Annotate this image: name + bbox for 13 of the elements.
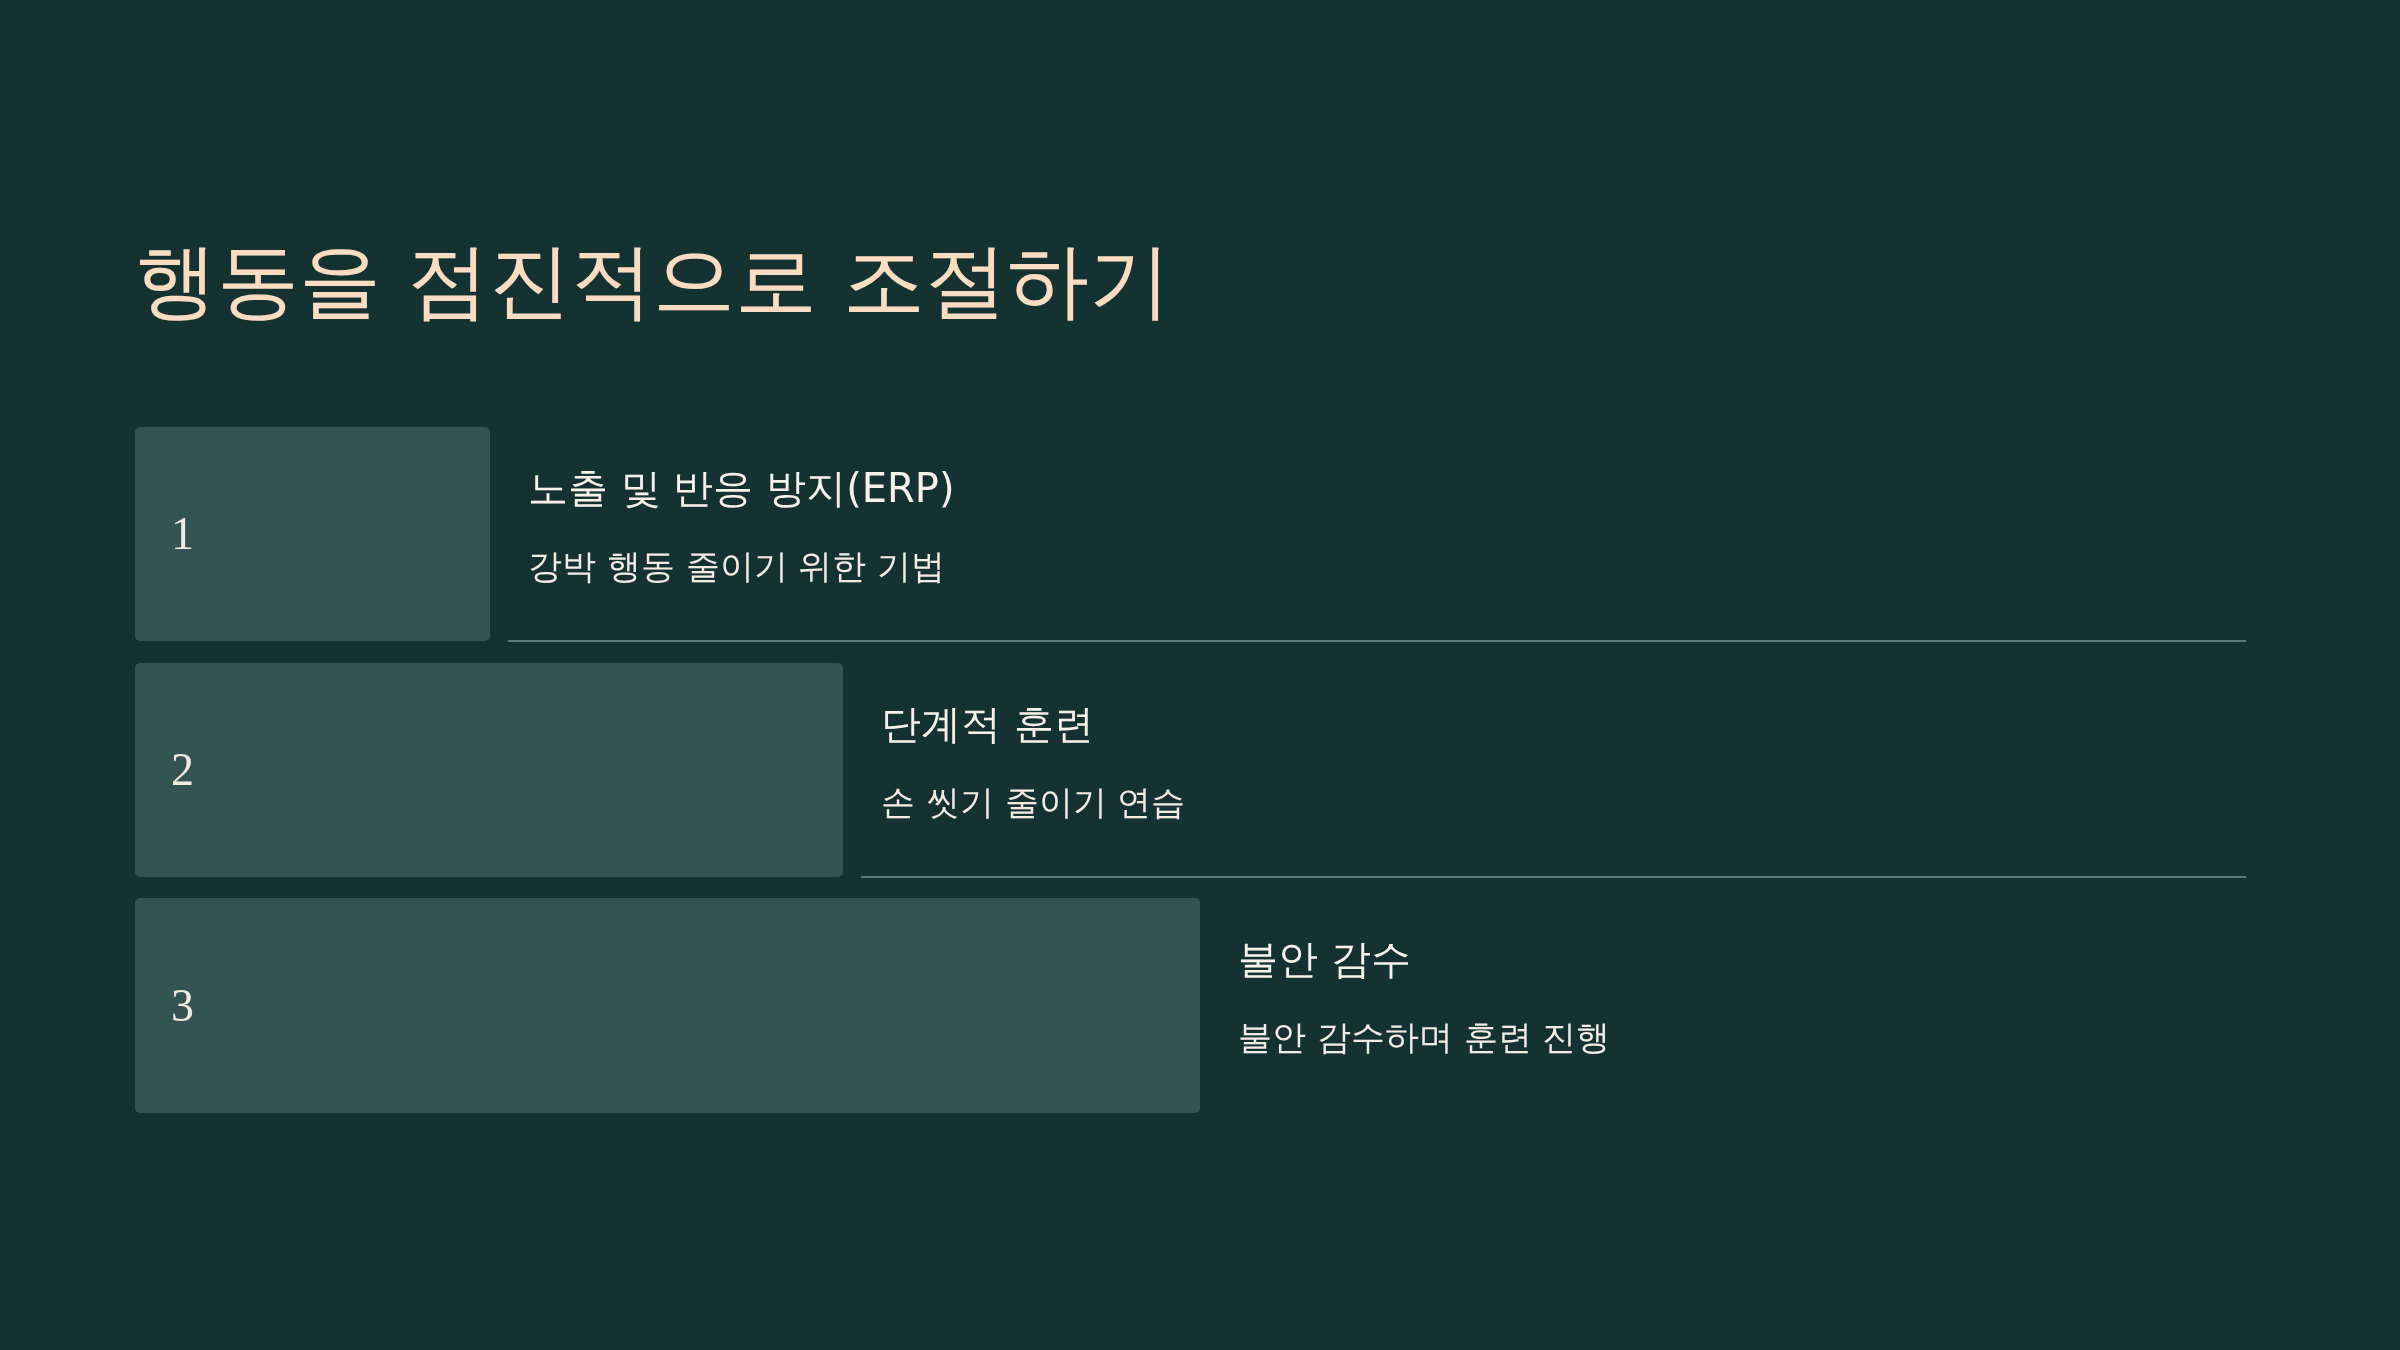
slide-title: 행동을 점진적으로 조절하기 [135,234,1172,329]
step-description: 강박 행동 줄이기 위한 기법 [528,546,946,587]
step-heading: 노출 및 반응 방지(ERP) [528,464,955,512]
step-bar [135,427,490,641]
step-number: 3 [171,980,194,1031]
step-number: 2 [171,744,194,796]
step-bar [135,663,843,877]
step-heading: 불안 감수 [1238,935,1411,983]
step-bar [135,898,1200,1113]
step-description: 손 씻기 줄이기 연습 [881,782,1186,823]
step-description: 불안 감수하며 훈련 진행 [1238,1017,1611,1058]
step-number: 1 [171,508,194,560]
step-heading: 단계적 훈련 [881,700,1094,748]
